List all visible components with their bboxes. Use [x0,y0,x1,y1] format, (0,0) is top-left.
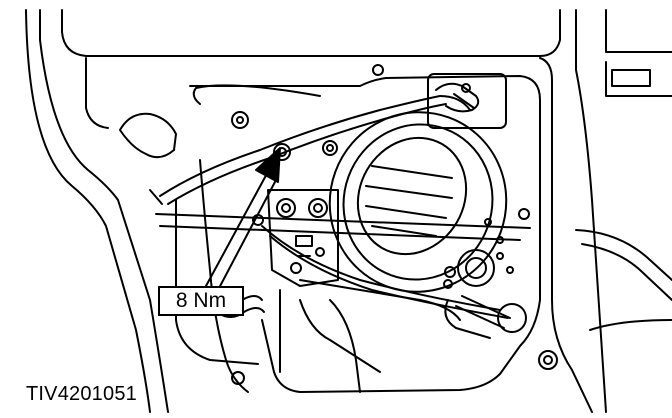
regulator-cables [119,95,509,393]
door-frame [25,9,672,413]
torque-callout: 8 Nm [158,286,244,316]
speaker-opening [328,111,508,293]
fasteners [231,64,558,385]
latch-bracket [427,73,507,129]
figure-id-label: TIV4201051 [26,383,137,405]
regulator-arm [299,249,527,339]
inner-panel [155,75,541,393]
arrow-icon [205,147,281,291]
mounting-plate [267,189,339,287]
